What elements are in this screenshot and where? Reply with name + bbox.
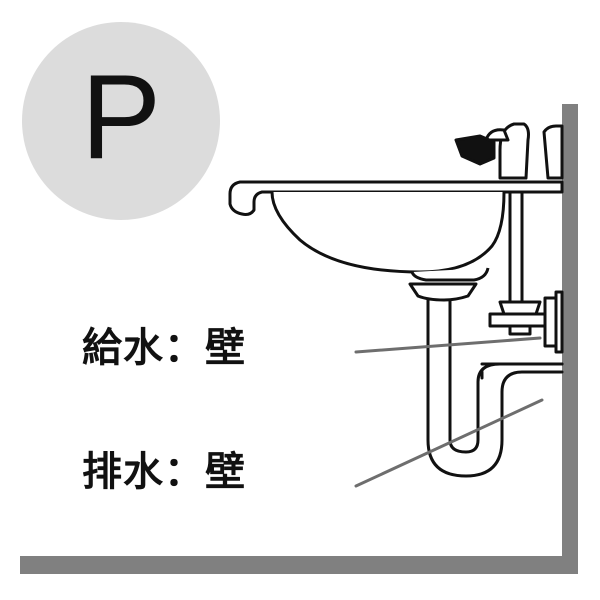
drain-type-badge: P <box>22 22 220 220</box>
supply-pointer-line <box>354 336 542 354</box>
sink-basin <box>270 191 506 282</box>
faucet <box>454 122 564 180</box>
p-trap <box>408 282 564 478</box>
pointer-lines <box>354 336 544 488</box>
counter-top <box>228 180 564 216</box>
drain-label: 排水：壁 <box>82 449 246 495</box>
drain-type-letter: P <box>80 50 162 184</box>
wall <box>20 104 578 574</box>
supply-label: 給水：壁 <box>82 325 246 371</box>
supply-pipe <box>488 190 564 354</box>
drain-pointer-line <box>354 398 544 488</box>
